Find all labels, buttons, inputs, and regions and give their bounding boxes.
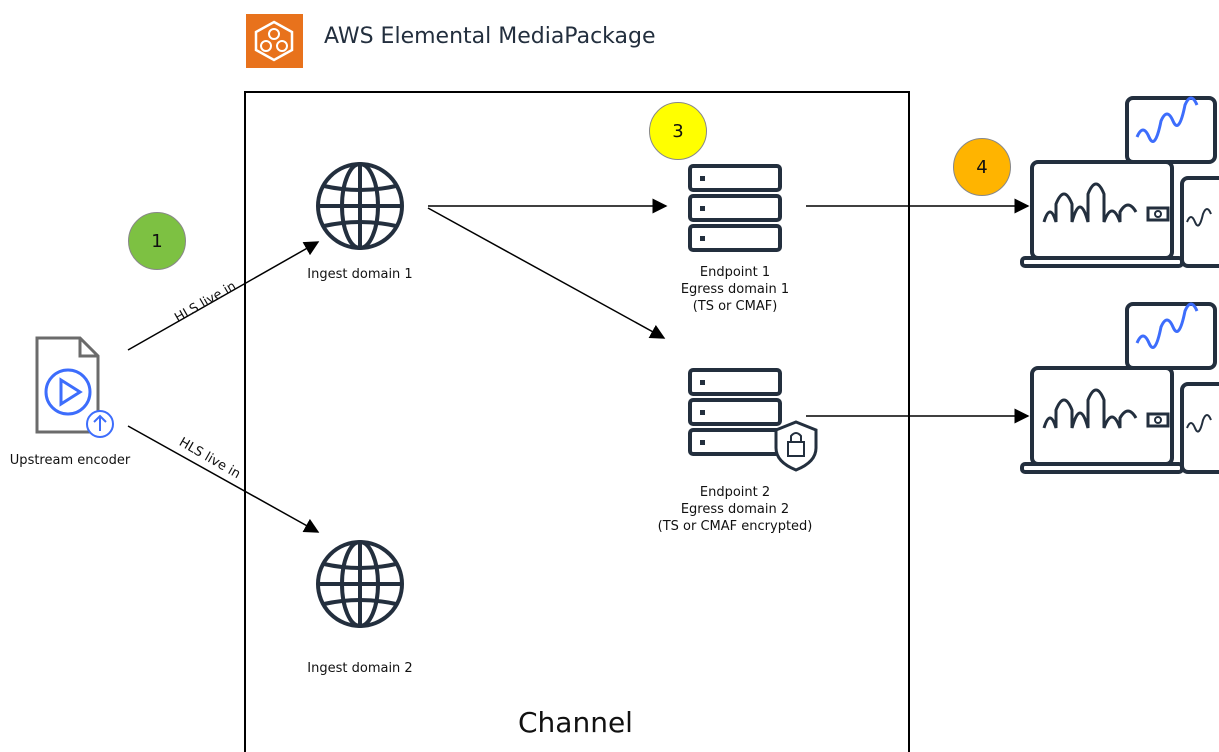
playback-devices-icon-1 xyxy=(1020,96,1219,268)
endpoint-1-format: (TS or CMAF) xyxy=(692,299,778,314)
endpoint-1-name: Endpoint 1 xyxy=(699,265,771,280)
channel-label: Channel xyxy=(518,706,633,739)
endpoint-1-label: Endpoint 1 Egress domain 1 (TS or CMAF) xyxy=(630,264,840,315)
endpoint-2-server-icon xyxy=(688,368,782,456)
endpoint-2-label: Endpoint 2 Egress domain 2 (TS or CMAF e… xyxy=(630,484,840,535)
endpoint-1-domain: Egress domain 1 xyxy=(680,282,790,297)
video-file-icon xyxy=(35,336,114,438)
ingest-domain-2-label: Ingest domain 2 xyxy=(307,661,413,676)
ingest-domain-1-icon xyxy=(316,162,404,250)
arrow-ingest-to-endpoint-2 xyxy=(427,207,666,339)
mediapackage-icon xyxy=(246,14,303,68)
endpoint-2-name: Endpoint 2 xyxy=(699,485,771,500)
arrow-encoder-to-ingest-2 xyxy=(127,425,320,533)
step-badge-4: 4 xyxy=(953,138,1011,196)
page-title: AWS Elemental MediaPackage xyxy=(324,24,656,49)
ingest-domain-2-icon xyxy=(316,540,404,628)
channel-box xyxy=(244,91,910,752)
arrow-encoder-to-ingest-1 xyxy=(127,241,320,351)
step-badge-1: 1 xyxy=(128,212,186,270)
endpoint-1-server-icon xyxy=(688,164,782,252)
endpoint-2-domain: Egress domain 2 xyxy=(680,502,790,517)
encoder-label: Upstream encoder xyxy=(9,453,131,468)
lock-shield-icon xyxy=(774,420,818,472)
ingest-domain-1-label: Ingest domain 1 xyxy=(307,267,413,282)
playback-devices-icon-2 xyxy=(1020,302,1219,474)
step-badge-3: 3 xyxy=(649,102,707,160)
endpoint-2-format: (TS or CMAF encrypted) xyxy=(657,519,813,534)
